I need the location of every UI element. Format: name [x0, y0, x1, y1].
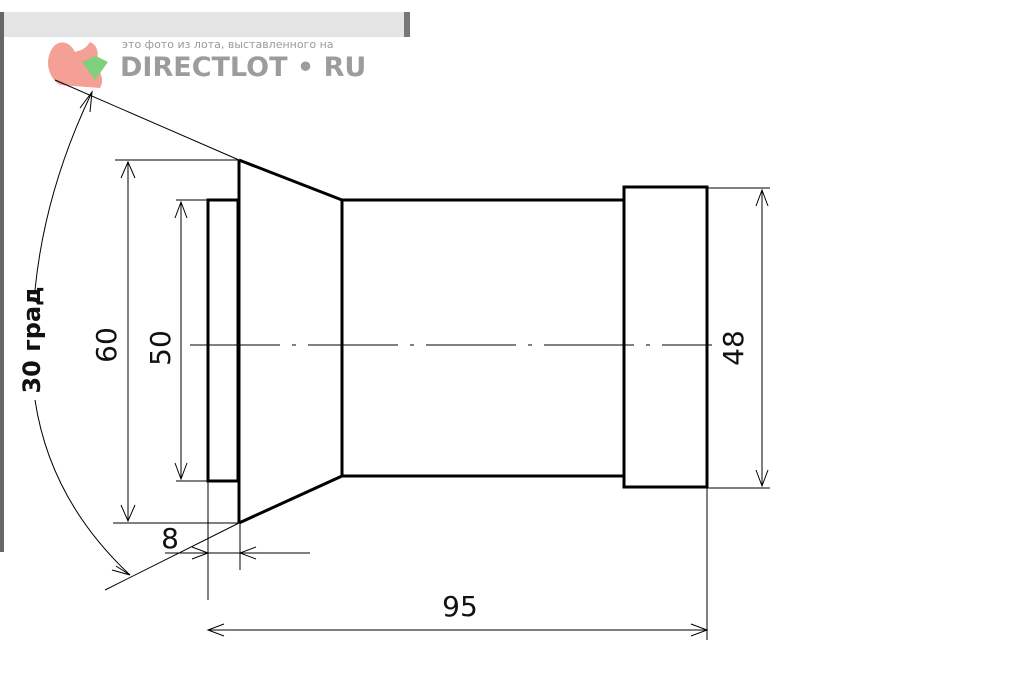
- angle-label: 30 град: [18, 286, 46, 393]
- right-flange: [622, 185, 709, 489]
- dim-8-label: 8: [161, 522, 179, 555]
- dim-60-label: 60: [90, 327, 123, 363]
- gem-icon: [82, 56, 108, 80]
- dim-48-label: 48: [717, 330, 750, 366]
- scan-left-edge: [0, 12, 4, 552]
- directlot-watermark: это фото из лота, выставленного на DIREC…: [48, 38, 366, 88]
- angle-arc: [34, 91, 131, 576]
- dim-95-label: 95: [442, 590, 478, 623]
- left-flange: [206, 198, 240, 483]
- watermark-caption: это фото из лота, выставленного на: [122, 38, 334, 51]
- cone: [238, 158, 344, 525]
- scan-top-band: [0, 12, 410, 37]
- squirrel-logo-icon: [48, 42, 103, 88]
- dim-50-label: 50: [144, 330, 177, 366]
- watermark-brand: DIRECTLOT • RU: [120, 52, 366, 83]
- part-outline: [206, 158, 709, 525]
